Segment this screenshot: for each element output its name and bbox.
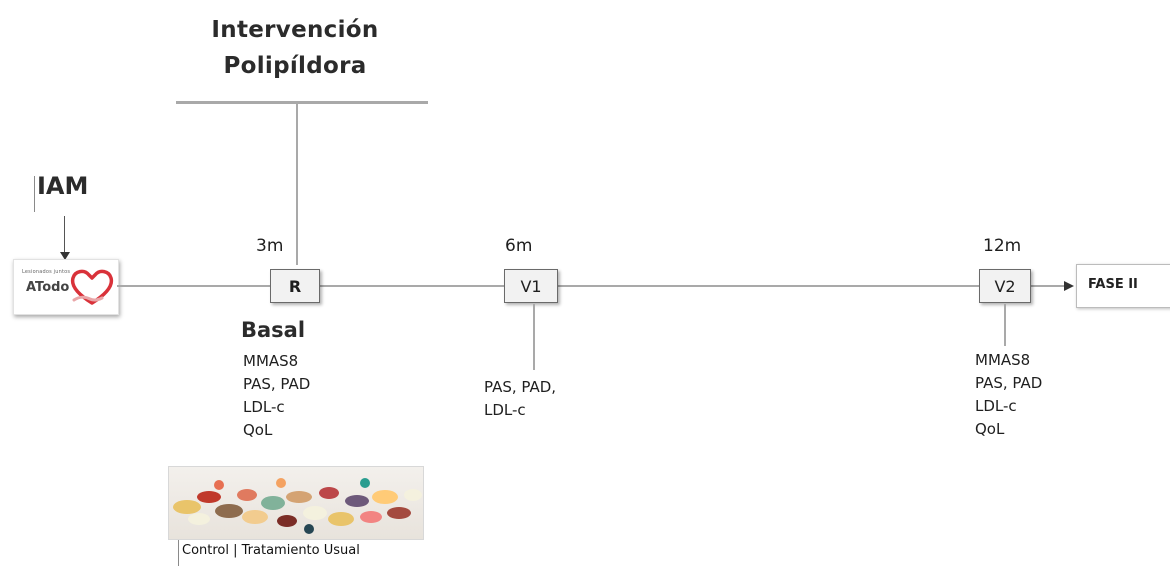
v2-connector-line bbox=[1004, 304, 1006, 346]
basal-measure-item: PAS, PAD bbox=[243, 375, 311, 393]
time-label-12m: 12m bbox=[983, 236, 1022, 256]
basal-measures: MMAS8 PAS, PAD LDL-c QoL bbox=[243, 350, 310, 442]
iam-arrow-head-icon bbox=[60, 252, 70, 260]
visit-box-r: R bbox=[270, 269, 320, 303]
timeline-arrow-head-icon bbox=[1064, 281, 1074, 291]
v1-connector-line bbox=[533, 304, 535, 370]
v1-measure-item: LDL-c bbox=[484, 401, 526, 419]
v1-measure-item: PAS, PAD, bbox=[484, 378, 557, 396]
time-label-6m: 6m bbox=[505, 236, 533, 256]
intervention-title: Intervención Polipíldora bbox=[200, 12, 390, 84]
basal-measure-item: QoL bbox=[243, 421, 273, 439]
visit-box-v1: V1 bbox=[504, 269, 558, 303]
v2-measure-item: PAS, PAD bbox=[975, 374, 1043, 392]
next-phase-box: FASE II bbox=[1076, 264, 1170, 308]
v1-measures: PAS, PAD, LDL-c bbox=[484, 376, 556, 422]
next-phase-label: FASE II bbox=[1088, 277, 1138, 292]
iam-label: IAM bbox=[37, 172, 89, 200]
atodo-logo: Lesionados juntos ATodo bbox=[13, 259, 119, 315]
basal-measure-item: MMAS8 bbox=[243, 352, 299, 370]
v2-measure-item: QoL bbox=[975, 420, 1005, 438]
control-caption: Control | Tratamiento Usual bbox=[182, 543, 360, 558]
pills-photo bbox=[168, 466, 424, 540]
logo-text: ATodo bbox=[26, 280, 70, 295]
v2-measures: MMAS8 PAS, PAD LDL-c QoL bbox=[975, 349, 1042, 441]
visit-label-v2: V2 bbox=[994, 276, 1016, 296]
visit-label-v1: V1 bbox=[520, 276, 542, 296]
timeline-line bbox=[117, 285, 1072, 287]
time-label-3m: 3m bbox=[256, 236, 284, 256]
intervention-title-line2: Polipíldora bbox=[223, 53, 367, 79]
heart-hand-icon bbox=[70, 269, 114, 305]
visit-label-r: R bbox=[288, 276, 302, 296]
v2-measure-item: MMAS8 bbox=[975, 351, 1031, 369]
basal-title: Basal bbox=[241, 318, 306, 342]
pills-illustration bbox=[173, 478, 422, 534]
v2-measure-item: LDL-c bbox=[975, 397, 1017, 415]
iam-marker-line bbox=[34, 176, 35, 212]
logo-small-text: Lesionados juntos bbox=[22, 269, 71, 275]
basal-measure-item: LDL-c bbox=[243, 398, 285, 416]
intervention-bracket-line bbox=[176, 101, 428, 104]
visit-box-v2: V2 bbox=[979, 269, 1031, 303]
intervention-connector-line bbox=[296, 103, 298, 265]
intervention-title-line1: Intervención bbox=[211, 17, 379, 43]
control-caption-marker-line bbox=[178, 540, 179, 566]
iam-arrow-line bbox=[64, 216, 65, 254]
